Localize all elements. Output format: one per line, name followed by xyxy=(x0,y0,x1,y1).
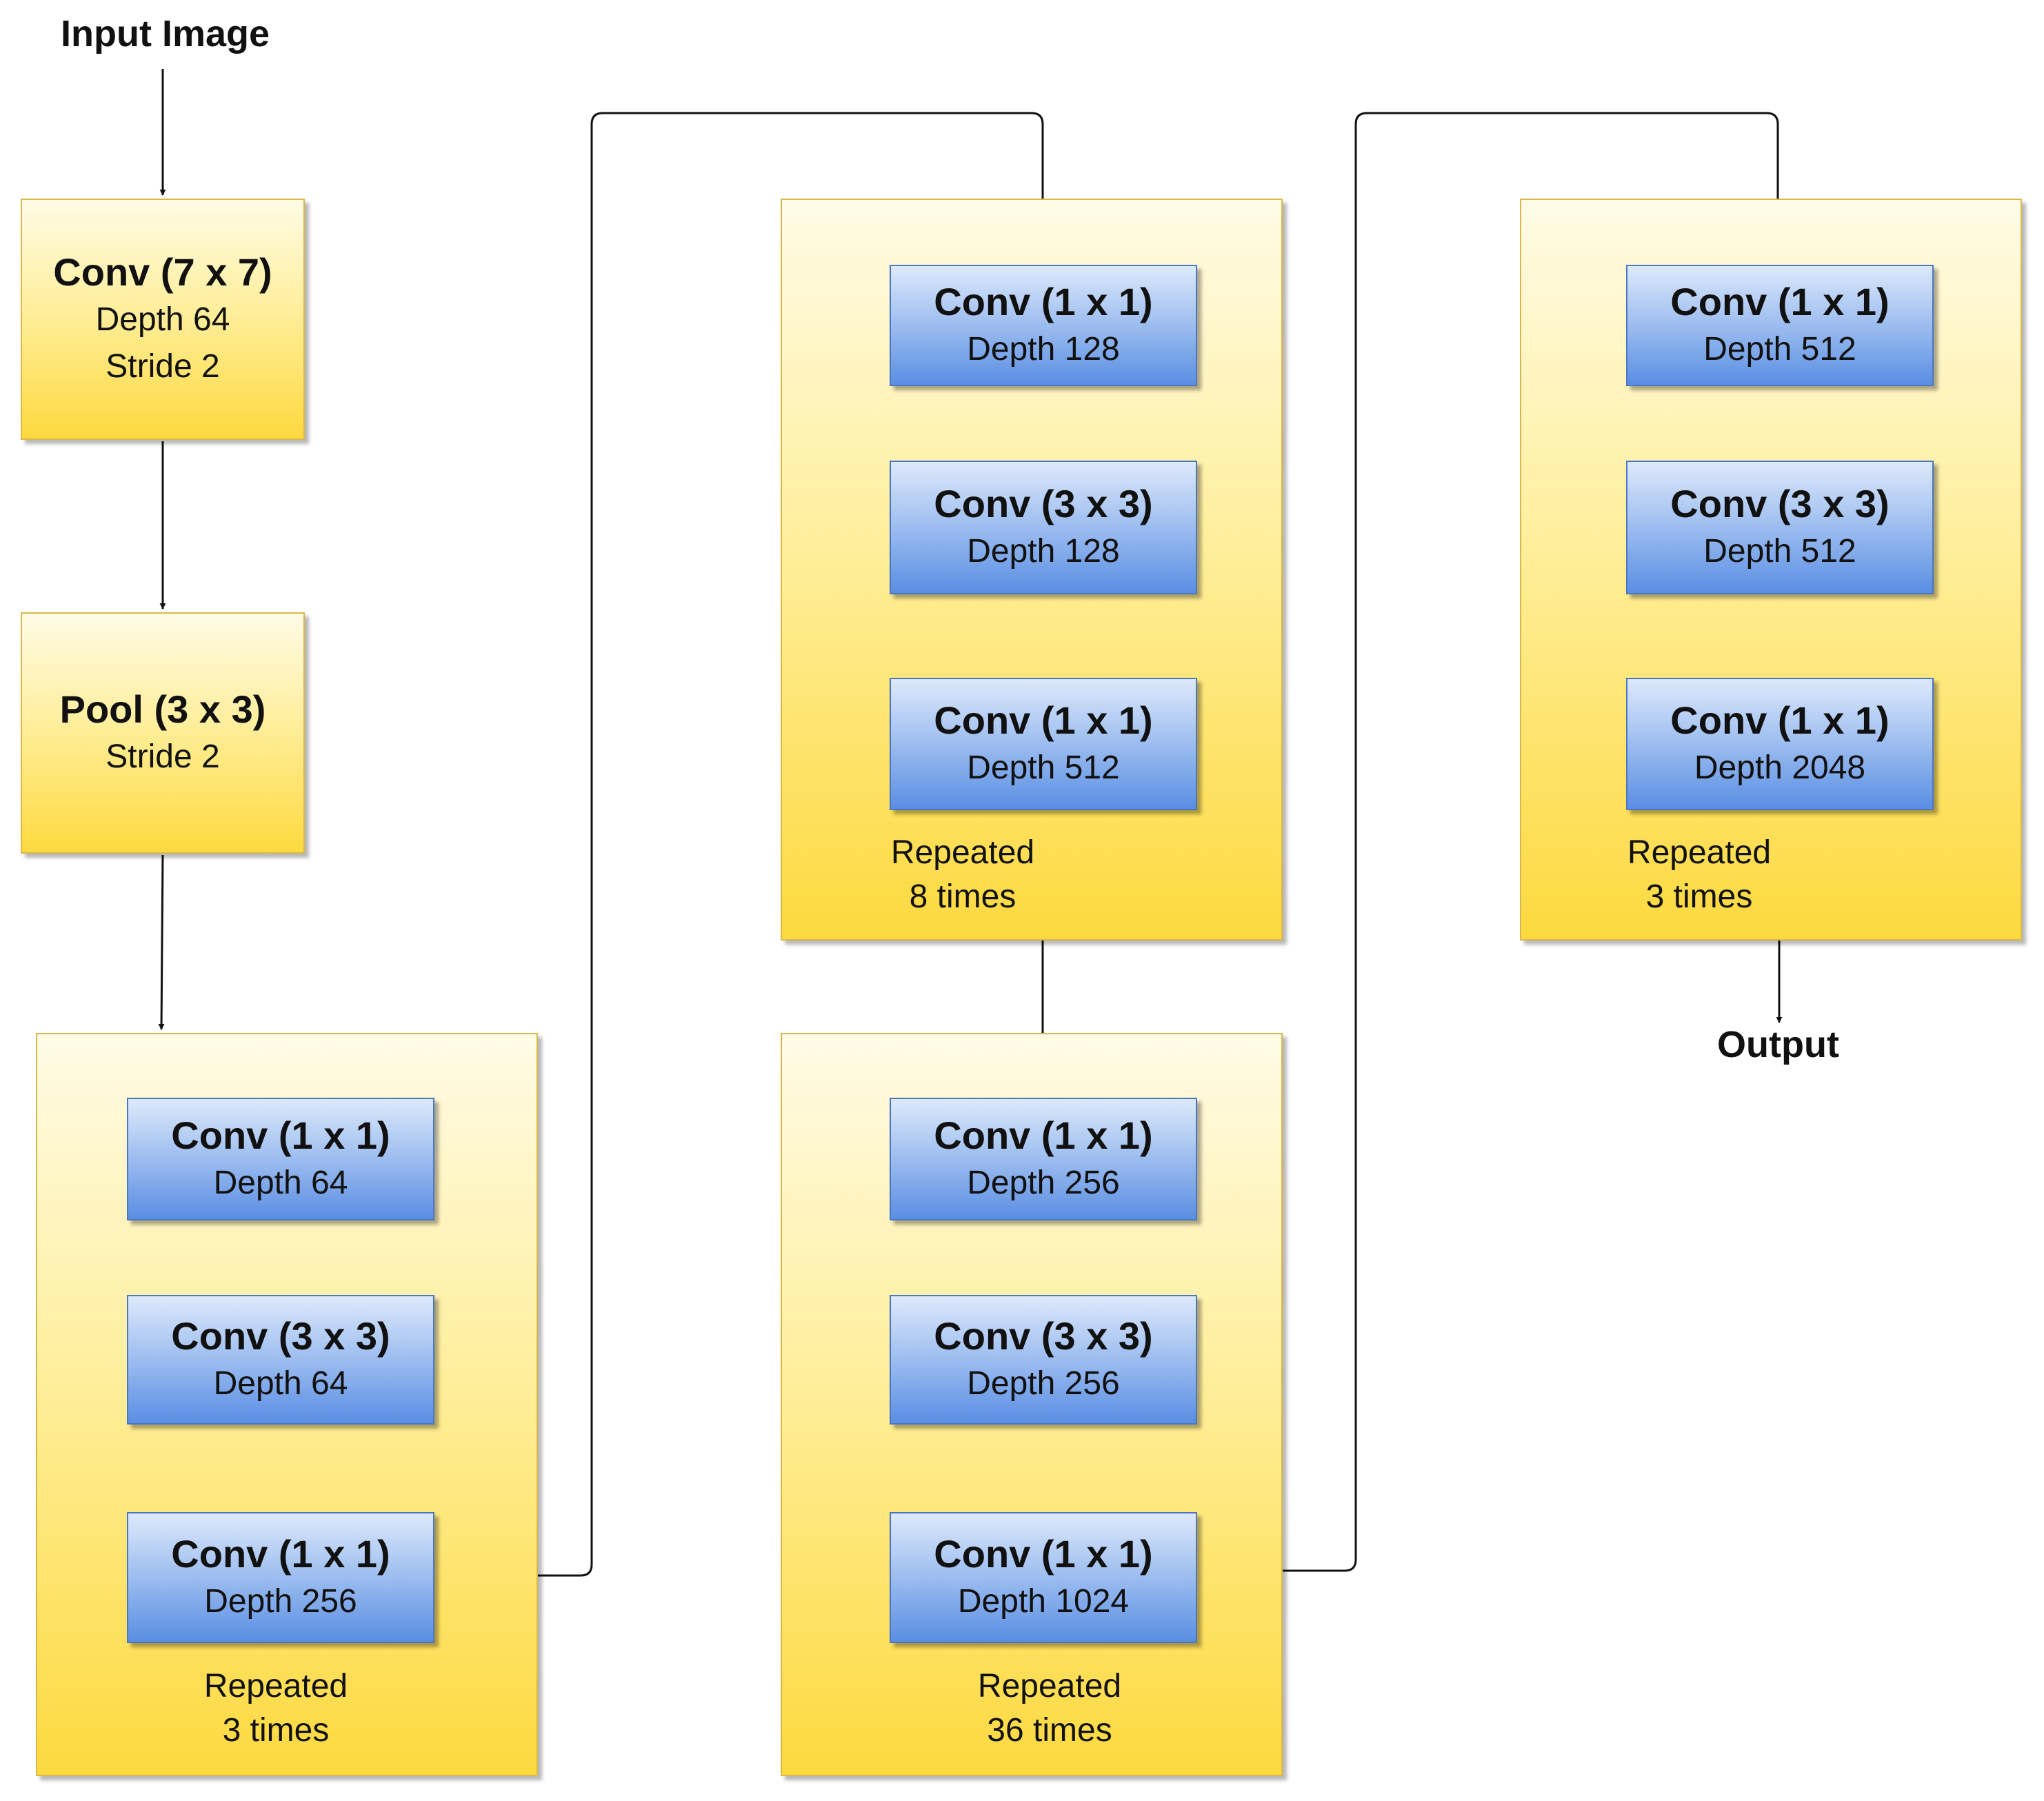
layer-title: Conv (3 x 3) xyxy=(1670,482,1890,525)
layer-depth: Depth 2048 xyxy=(1694,749,1866,786)
stage-4-layer-3: Conv (1 x 1) Depth 2048 xyxy=(1626,678,1934,810)
repeat-line-1: Repeated xyxy=(203,1668,348,1704)
stage-4-layer-2: Conv (3 x 3) Depth 512 xyxy=(1626,461,1934,594)
repeat-line-2: 8 times xyxy=(909,878,1016,915)
stage-3-layer-1: Conv (1 x 1) Depth 256 xyxy=(890,1098,1197,1220)
repeat-line-2: 3 times xyxy=(222,1712,330,1749)
layer-depth: Depth 512 xyxy=(1703,331,1856,368)
stage-4-layer-1: Conv (1 x 1) Depth 512 xyxy=(1626,265,1934,386)
stage-2-repeat-note: Repeated 8 times xyxy=(825,831,1101,919)
stem-conv-block: Conv (7 x 7) Depth 64 Stride 2 xyxy=(21,199,305,440)
layer-depth: Depth 64 xyxy=(213,1365,348,1402)
stem-pool-stride: Stride 2 xyxy=(106,738,220,775)
stage-2-layer-2: Conv (3 x 3) Depth 128 xyxy=(890,461,1197,594)
repeat-line-1: Repeated xyxy=(1627,834,1772,871)
layer-depth: Depth 256 xyxy=(967,1165,1120,1201)
connector-stage3-to-stage4 xyxy=(1197,112,1781,1572)
repeat-line-1: Repeated xyxy=(890,834,1035,871)
layer-depth: Depth 128 xyxy=(967,533,1120,570)
input-label: Input Image xyxy=(61,13,270,54)
stage-1-repeat-note: Repeated 3 times xyxy=(138,1664,414,1753)
layer-depth: Depth 128 xyxy=(967,331,1120,368)
stage-1-layer-2: Conv (3 x 3) Depth 64 xyxy=(127,1295,434,1425)
arrow-pool-to-stage1 xyxy=(158,854,165,1030)
layer-title: Conv (1 x 1) xyxy=(934,280,1153,323)
stage-1-layer-3: Conv (1 x 1) Depth 256 xyxy=(127,1512,434,1643)
stage-2-layer-3: Conv (1 x 1) Depth 512 xyxy=(890,678,1197,810)
stem-pool-block: Pool (3 x 3) Stride 2 xyxy=(21,612,305,854)
layer-title: Conv (1 x 1) xyxy=(1670,698,1890,742)
layer-depth: Depth 256 xyxy=(967,1365,1120,1402)
layer-title: Conv (1 x 1) xyxy=(934,698,1153,742)
layer-title: Conv (1 x 1) xyxy=(171,1114,390,1157)
repeat-line-1: Repeated xyxy=(977,1668,1122,1704)
stage-2-layer-1: Conv (1 x 1) Depth 128 xyxy=(890,265,1197,386)
stage-4-repeat-note: Repeated 3 times xyxy=(1561,831,1837,919)
layer-depth: Depth 512 xyxy=(967,749,1120,786)
repeat-line-2: 3 times xyxy=(1645,878,1753,915)
repeat-line-2: 36 times xyxy=(987,1712,1112,1749)
layer-title: Conv (3 x 3) xyxy=(934,1314,1153,1358)
layer-depth: Depth 256 xyxy=(204,1583,357,1620)
layer-title: Conv (1 x 1) xyxy=(934,1532,1153,1576)
stage-1-layer-1: Conv (1 x 1) Depth 64 xyxy=(127,1098,434,1220)
layer-title: Conv (1 x 1) xyxy=(934,1114,1153,1157)
stem-pool-title: Pool (3 x 3) xyxy=(59,687,266,731)
connector-stage1-to-stage2 xyxy=(434,112,1046,1577)
stage-3-layer-3: Conv (1 x 1) Depth 1024 xyxy=(890,1512,1197,1643)
layer-title: Conv (1 x 1) xyxy=(171,1532,390,1576)
layer-depth: Depth 512 xyxy=(1703,533,1856,570)
stage-3-repeat-note: Repeated 36 times xyxy=(912,1664,1188,1753)
layer-title: Conv (3 x 3) xyxy=(934,482,1153,525)
stage-3-layer-2: Conv (3 x 3) Depth 256 xyxy=(890,1295,1197,1425)
output-label: Output xyxy=(1717,1024,1839,1065)
layer-depth: Depth 64 xyxy=(213,1165,348,1201)
layer-title: Conv (3 x 3) xyxy=(171,1314,390,1358)
stem-conv-stride: Stride 2 xyxy=(106,348,220,385)
stem-conv-depth: Depth 64 xyxy=(95,301,230,338)
layer-title: Conv (1 x 1) xyxy=(1670,280,1890,323)
layer-depth: Depth 1024 xyxy=(957,1583,1130,1620)
stem-conv-title: Conv (7 x 7) xyxy=(53,250,272,294)
